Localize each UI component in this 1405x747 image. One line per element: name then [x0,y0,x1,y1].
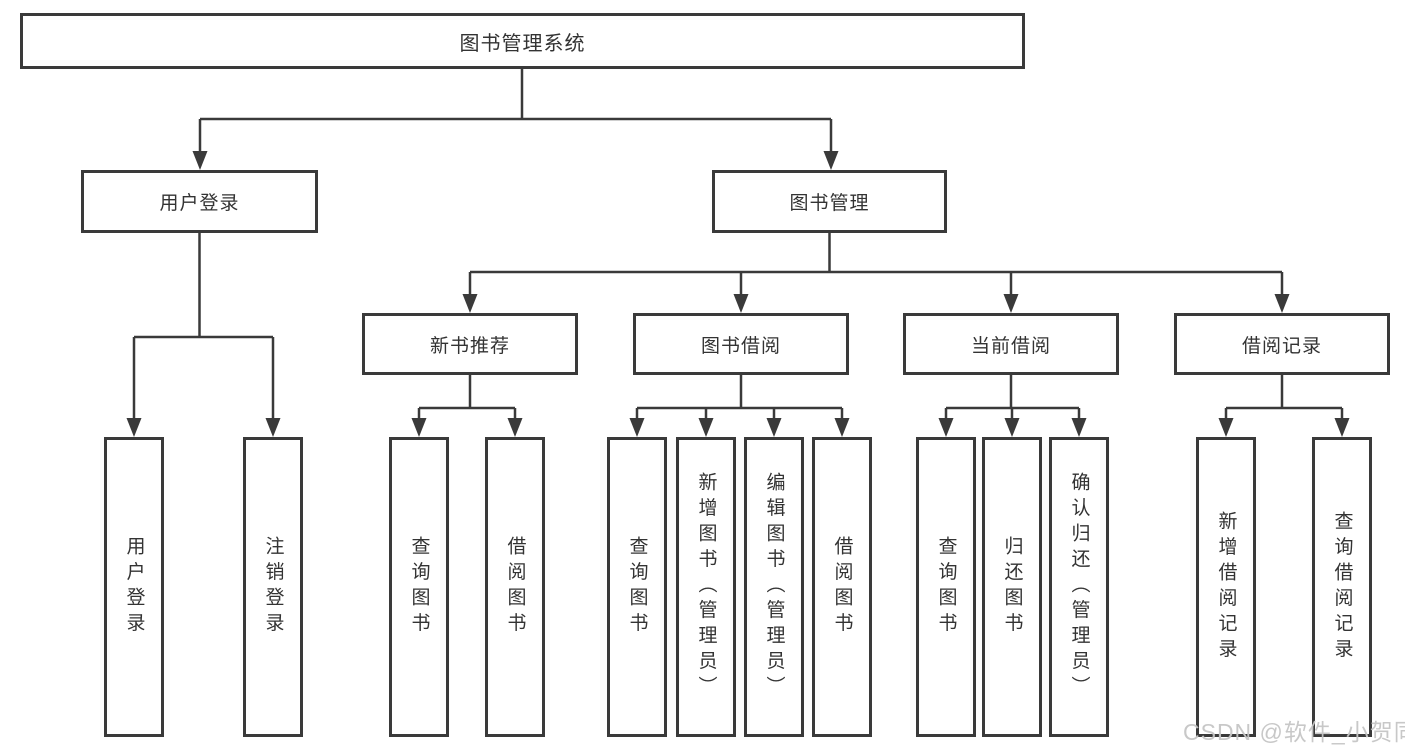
node-borrowing-records: 借阅记录 [1174,313,1390,375]
leaf-add-borrow-record: 新增借阅记录 [1196,437,1256,737]
leaf-label: 用户登录 [123,536,145,638]
leaf-label: 归还图书 [1001,536,1023,638]
leaf-label: 查询图书 [408,536,430,638]
leaf-label: 编辑图书（管理员） [763,472,785,702]
leaf-label: 查询图书 [626,536,648,638]
leaf-borrow-books-recommend: 借阅图书 [485,437,545,737]
leaf-label: 新增图书（管理员） [695,472,717,702]
leaf-label: 查询图书 [935,536,957,638]
leaf-return-books: 归还图书 [982,437,1042,737]
leaf-query-books-current: 查询图书 [916,437,976,737]
leaf-borrow-books: 借阅图书 [812,437,872,737]
node-label: 当前借阅 [970,335,1051,357]
leaf-logout: 注销登录 [243,437,303,737]
node-label: 借阅记录 [1241,335,1322,357]
node-current-borrowing: 当前借阅 [903,313,1119,375]
node-label: 图书管理 [789,193,870,214]
leaf-add-books-admin: 新增图书（管理员） [676,437,736,737]
leaf-confirm-return-admin: 确认归还（管理员） [1049,437,1109,737]
leaf-label: 新增借阅记录 [1215,510,1237,664]
node-label: 图书管理系统 [459,32,586,55]
node-library-management-system: 图书管理系统 [20,13,1025,69]
node-book-management: 图书管理 [712,170,947,233]
node-label: 新书推荐 [429,335,510,357]
leaf-label: 借阅图书 [831,536,853,638]
leaf-label: 注销登录 [262,536,284,638]
leaf-query-borrow-record: 查询借阅记录 [1312,437,1372,737]
leaf-query-books-borrowing: 查询图书 [607,437,667,737]
leaf-edit-books-admin: 编辑图书（管理员） [744,437,804,737]
leaf-user-login: 用户登录 [104,437,164,737]
leaf-label: 查询借阅记录 [1331,510,1353,664]
leaf-label: 借阅图书 [504,536,526,638]
node-book-borrowing: 图书借阅 [633,313,849,375]
leaf-label: 确认归还（管理员） [1068,472,1090,702]
node-new-book-recommendation: 新书推荐 [362,313,578,375]
leaf-query-books-recommend: 查询图书 [389,437,449,737]
csdn-watermark: CSDN @软件_小贺同学 [1183,719,1405,745]
node-user-login: 用户登录 [81,170,318,233]
node-label: 用户登录 [159,193,240,214]
node-label: 图书借阅 [700,335,781,357]
